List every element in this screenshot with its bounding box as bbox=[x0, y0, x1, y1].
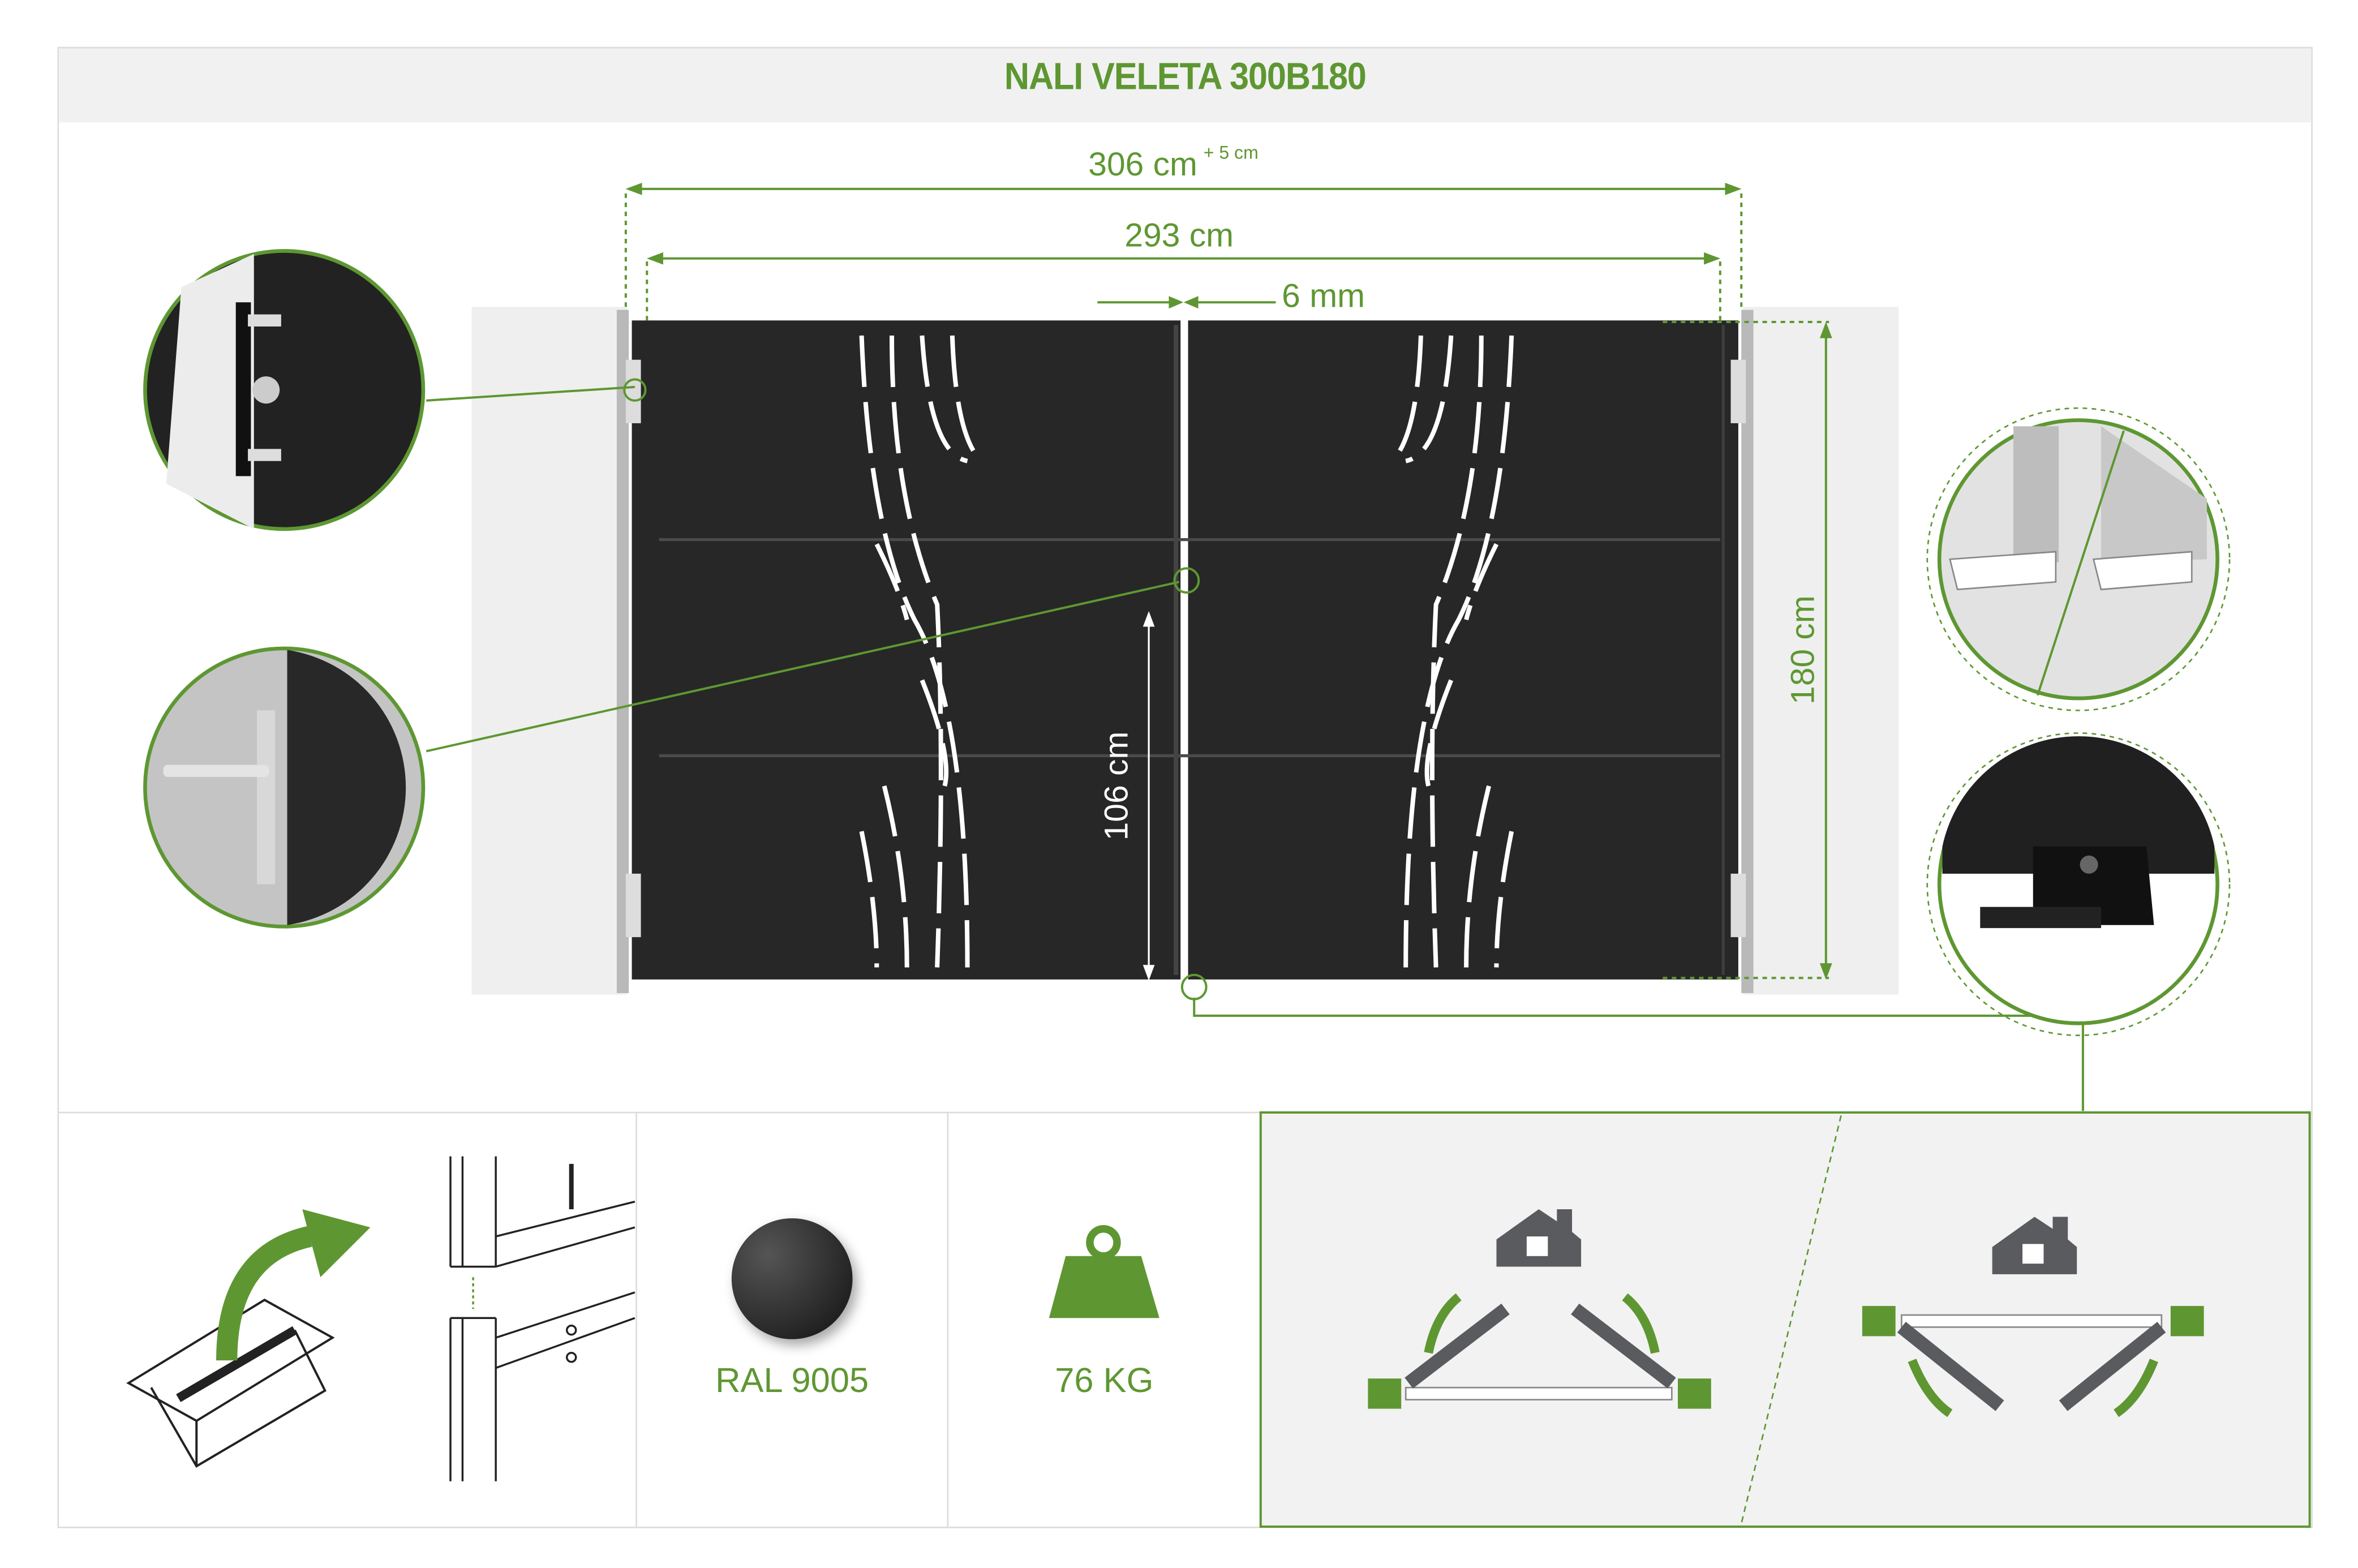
dim-label-height: 180 cm bbox=[1784, 595, 1822, 704]
dim-label-overall-width: 306 cm+ 5 cm bbox=[1088, 142, 1259, 183]
hinge-icons bbox=[625, 359, 1746, 938]
detail-handle bbox=[143, 646, 426, 929]
gate-leaf-left bbox=[632, 320, 1181, 980]
left-post bbox=[616, 310, 629, 993]
box-unpack-icon bbox=[126, 1209, 371, 1468]
left-wall bbox=[471, 307, 628, 995]
header-band bbox=[59, 48, 2312, 123]
weight-label: 76 KG bbox=[1055, 1360, 1154, 1400]
right-post bbox=[1741, 310, 1754, 993]
color-swatch-icon bbox=[731, 1218, 853, 1339]
detail-ground-plate bbox=[1926, 407, 2231, 711]
inward-opening-icon bbox=[1368, 1209, 1711, 1409]
color-label: RAL 9005 bbox=[715, 1360, 869, 1400]
decorative-pattern bbox=[859, 335, 1514, 968]
outward-opening-icon bbox=[1862, 1217, 2204, 1417]
page-title: NALI VELETA 300B180 bbox=[1004, 55, 1367, 98]
assembly-icon bbox=[449, 1156, 635, 1481]
dim-label-gate-width: 293 cm bbox=[1124, 216, 1234, 254]
dim-tolerance: + 5 cm bbox=[1203, 142, 1259, 164]
right-wall bbox=[1742, 307, 1899, 995]
outer-frame bbox=[57, 46, 2313, 1528]
detail-latch bbox=[143, 249, 426, 531]
weight-icon bbox=[1049, 1225, 1159, 1318]
dim-label-handle-height: 106 cm bbox=[1097, 731, 1136, 841]
dim-label-gap: 6 mm bbox=[1282, 276, 1365, 315]
gate-leaf-right bbox=[1188, 320, 1738, 980]
detail-bottom-stop bbox=[1926, 732, 2231, 1037]
